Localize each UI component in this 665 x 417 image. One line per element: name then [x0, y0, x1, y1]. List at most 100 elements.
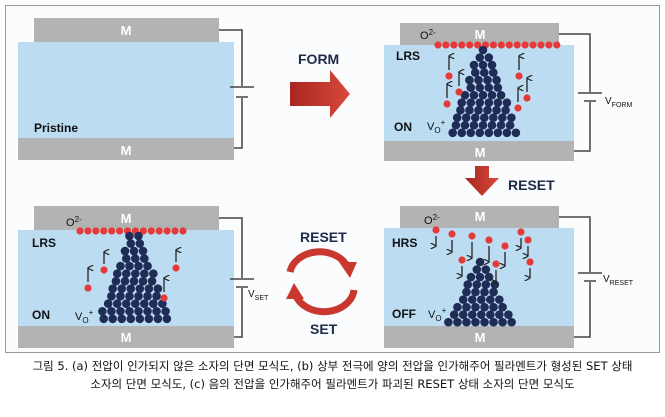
oxygen-vacancy	[125, 306, 134, 316]
oxygen-vacancy	[456, 105, 465, 115]
vacancy-filament	[98, 231, 172, 324]
oxygen-vacancy	[480, 317, 489, 327]
oxygen-vacancy	[458, 310, 468, 319]
oxygen-vacancy	[489, 302, 498, 312]
circuit-wire	[559, 33, 602, 152]
oxygen-ion	[523, 94, 531, 102]
bottom-electrode	[18, 326, 234, 348]
oxygen-vacancy	[480, 302, 489, 312]
state-label-top: HRS	[392, 236, 417, 250]
oxygen-vacancy	[487, 60, 497, 70]
oxygen-vacancy	[149, 269, 158, 278]
oxygen-vacancy	[134, 306, 143, 316]
oxygen-vacancy	[125, 291, 134, 301]
oxygen-ion	[514, 104, 522, 112]
top-electrode-label: M	[475, 27, 486, 42]
oxygen-ion	[505, 41, 513, 49]
oxygen-vacancy	[121, 254, 131, 263]
top-electrode-label: M	[121, 23, 132, 38]
oxygen-ion	[458, 41, 466, 49]
bottom-electrode	[18, 138, 234, 160]
oxygen-vacancy	[125, 261, 134, 271]
oxygen-vacancy	[469, 60, 479, 70]
oxygen-vacancy	[107, 291, 116, 301]
top-electrode-label: M	[475, 209, 486, 224]
state-label-bottom: ON	[32, 308, 50, 322]
oxygen-vacancy	[475, 83, 485, 92]
oxygen-vacancy	[480, 287, 489, 297]
oxygen-ion	[139, 227, 147, 235]
oxygen-vacancy	[162, 314, 172, 324]
oxygen-vacancy	[465, 75, 474, 85]
oxygen-vacancy	[493, 98, 503, 107]
oxygen-ion	[458, 256, 466, 264]
caption-line-1: 그림 5. (a) 전압이 인가되지 않은 소자의 단면 모식도, (b) 상부…	[32, 359, 633, 373]
oxide-layer	[18, 42, 234, 138]
oxygen-vacancy	[130, 254, 140, 263]
oxygen-vacancy	[463, 280, 473, 289]
oxygen-ion	[529, 41, 537, 49]
oxygen-vacancy	[457, 128, 467, 138]
state-label-top: LRS	[32, 236, 56, 250]
oxygen-vacancy	[498, 317, 507, 327]
oxygen-ion	[455, 88, 463, 96]
oxygen-vacancy	[498, 113, 507, 123]
panel-reset: M M O2- HRS OFF VO+ VRESET	[384, 206, 634, 348]
oxygen-vacancy	[149, 299, 158, 309]
oxygen-vacancy	[152, 306, 161, 316]
oxygen-vacancy	[465, 105, 474, 115]
oxygen-ion	[76, 227, 84, 235]
oxygen-vacancy	[126, 284, 136, 293]
oxygen-vacancy	[496, 120, 506, 130]
oxygen-vacancy	[474, 105, 483, 115]
top-electrode	[400, 23, 559, 45]
cycle-set-label: SET	[310, 321, 338, 337]
oxygen-ion	[163, 227, 171, 235]
migrating-ions	[432, 226, 534, 282]
oxygen-vacancy	[108, 284, 118, 293]
oxygen-vacancy	[126, 239, 136, 248]
oxygen-vacancy	[478, 45, 488, 55]
oxygen-vacancy	[484, 272, 494, 282]
panel-set: M M O2- LRS ON VO+ VSET	[18, 206, 269, 348]
oxygen-vacancy	[138, 246, 148, 256]
oxygen-ion	[468, 232, 476, 240]
oxygen-ion	[84, 284, 92, 292]
oxygen-vacancy	[504, 310, 513, 319]
oxygen-ion	[553, 41, 561, 49]
oxygen-vacancy	[134, 231, 143, 241]
oxygen-vacancy	[484, 128, 494, 138]
oxygen-ion	[501, 242, 509, 250]
oxygen-vacancy	[484, 53, 494, 62]
top-electrode	[34, 18, 219, 42]
oxygen-vacancy	[116, 291, 125, 301]
caption-line-2: 소자의 단면 모식도, (c) 음의 전압을 인가해주어 필라멘트가 파괴된 R…	[90, 377, 575, 391]
oxygen-vacancy	[474, 75, 483, 85]
oxygen-vacancy	[483, 75, 492, 85]
oxygen-ion	[434, 41, 442, 49]
cycle-arrow-top	[286, 248, 351, 273]
oxygen-vacancy	[130, 299, 140, 309]
migrating-ions	[84, 250, 179, 302]
oxygen-vacancy	[153, 284, 163, 293]
oxygen-vacancy	[116, 261, 125, 271]
oxygen-vacancy	[495, 310, 504, 319]
oxygen-ion	[448, 230, 456, 238]
oxygen-vacancy	[493, 128, 503, 138]
oxygen-vacancy	[475, 128, 485, 138]
oxygen-ion	[497, 41, 505, 49]
oxygen-vacancy	[143, 291, 152, 301]
figure-caption: 그림 5. (a) 전압이 인가되지 않은 소자의 단면 모식도, (b) 상부…	[0, 357, 665, 393]
oxygen-vacancy	[460, 120, 470, 130]
top-electrode	[400, 206, 559, 228]
oxygen-vacancy	[107, 306, 116, 316]
oxygen-vacancy	[120, 246, 130, 256]
oxygen-vacancy	[475, 272, 485, 282]
oxygen-vacancy	[117, 314, 127, 324]
oxygen-vacancy	[143, 306, 152, 316]
oxygen-vacancy	[492, 75, 501, 85]
oxygen-vacancy	[112, 269, 122, 278]
oxygen-ion	[155, 227, 163, 235]
bottom-electrode-label: M	[475, 145, 486, 160]
oxygen-vacancy	[472, 280, 482, 289]
